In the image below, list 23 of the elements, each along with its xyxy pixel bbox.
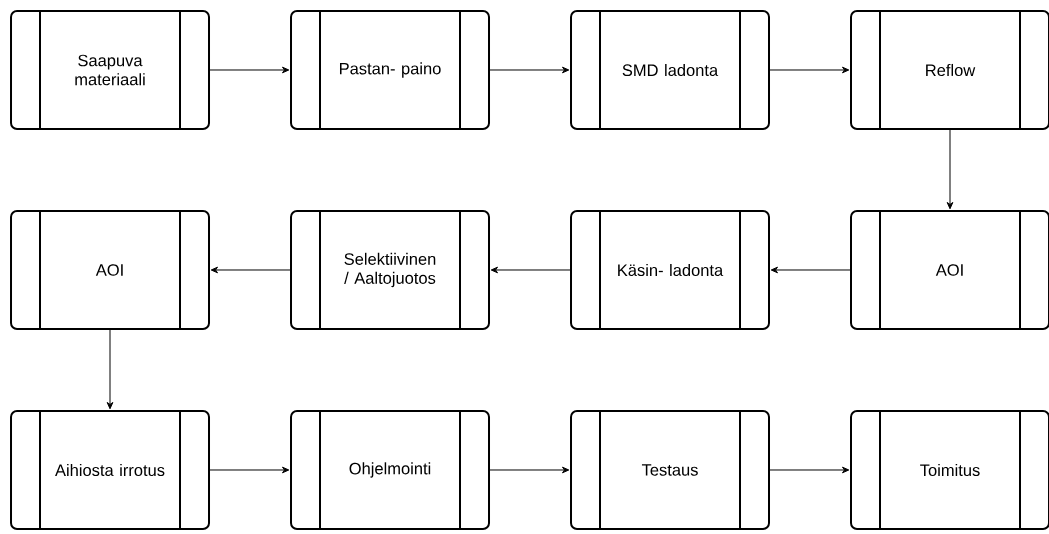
arrow bbox=[209, 66, 290, 74]
process-box: Ohjelmointi bbox=[290, 409, 490, 531]
arrow bbox=[490, 266, 571, 274]
process-box: Pastan- paino bbox=[290, 9, 490, 131]
process-box: Reflow bbox=[850, 9, 1049, 131]
arrow bbox=[769, 66, 850, 74]
arrow bbox=[106, 329, 114, 410]
process-box: Testaus bbox=[570, 409, 770, 531]
process-box: Käsin- ladonta bbox=[570, 209, 770, 331]
process-box: AOI bbox=[850, 209, 1049, 331]
process-box: Selektiivinen / Aaltojuotos bbox=[290, 209, 490, 331]
process-box: Toimitus bbox=[850, 409, 1049, 531]
arrow bbox=[769, 466, 850, 474]
arrow bbox=[770, 266, 851, 274]
arrow bbox=[489, 66, 570, 74]
process-box: Saapuva materiaali bbox=[10, 9, 210, 131]
arrow bbox=[209, 466, 290, 474]
arrow bbox=[489, 466, 570, 474]
arrow bbox=[210, 266, 291, 274]
process-box: Aihiosta irrotus bbox=[10, 409, 210, 531]
process-box: SMD ladonta bbox=[570, 9, 770, 131]
arrow bbox=[946, 129, 954, 210]
process-box: AOI bbox=[10, 209, 210, 331]
